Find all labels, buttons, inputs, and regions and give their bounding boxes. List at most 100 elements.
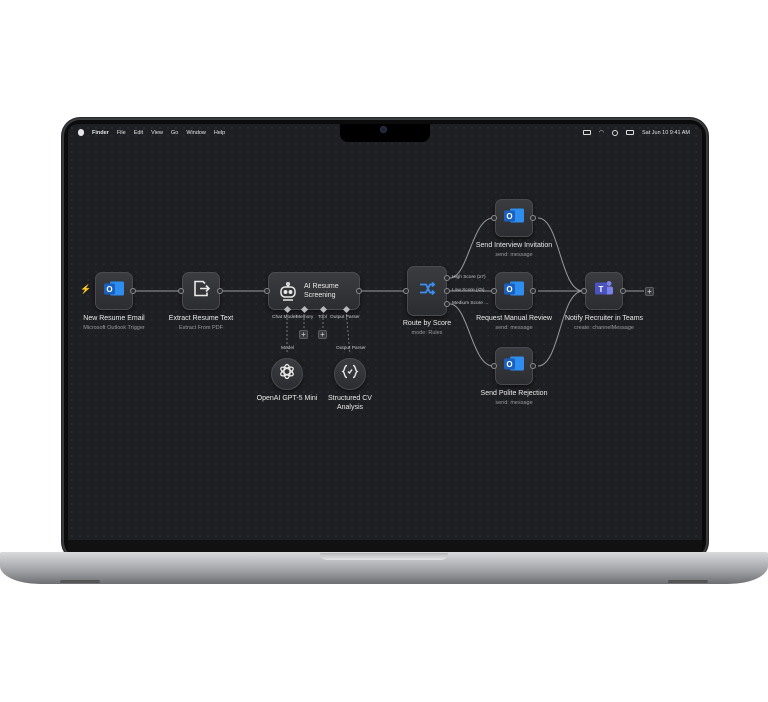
outlook-icon: O	[103, 279, 125, 304]
port-label-output-parser: Output Parser	[330, 315, 360, 320]
node-title: OpenAI GPT-5 Mini	[256, 395, 318, 402]
wifi-icon[interactable]: ◠	[598, 130, 604, 136]
node-structured-cv-analysis[interactable]	[334, 358, 366, 390]
input-port[interactable]	[491, 363, 497, 369]
add-node-button[interactable]: +	[645, 287, 654, 296]
route-output-low-label: Low Score (≤5)	[452, 288, 485, 293]
node-title: Send Interview Invitation	[475, 242, 553, 249]
connector-label-output-parser: Output Parser	[336, 346, 366, 351]
switch-icon	[417, 279, 437, 304]
extract-icon	[191, 279, 211, 304]
menu-help[interactable]: Help	[213, 129, 226, 136]
output-port-medium[interactable]	[444, 301, 450, 307]
outlook-icon: O	[503, 206, 525, 231]
node-subtitle: send: message	[495, 325, 533, 331]
node-title-line2: Screening	[304, 292, 336, 299]
wire-parser-connector	[345, 309, 351, 355]
output-port[interactable]	[530, 363, 536, 369]
node-new-resume-email[interactable]: O	[95, 272, 133, 310]
node-subtitle: Extract From PDF	[178, 325, 224, 331]
input-port[interactable]	[491, 288, 497, 294]
node-extract-resume-text[interactable]	[182, 272, 220, 310]
foot-right	[668, 580, 708, 583]
port-label-chat-model: Chat Model	[272, 315, 297, 320]
add-memory-button[interactable]: +	[299, 330, 308, 339]
openai-icon	[278, 363, 296, 386]
menu-file[interactable]: File	[116, 129, 126, 136]
svg-text:O: O	[106, 285, 112, 294]
input-port[interactable]	[581, 288, 587, 294]
workflow-canvas[interactable]: Finder File Edit View Go Window Help ◠ S…	[68, 124, 702, 540]
node-subtitle: send: message	[495, 400, 533, 406]
node-route-by-score[interactable]	[407, 266, 447, 316]
node-openai-gpt5-mini[interactable]	[271, 358, 303, 390]
menu-finder[interactable]: Finder	[92, 129, 109, 136]
node-title-line1: AI Resume	[304, 283, 339, 290]
outlook-icon: O	[503, 279, 525, 304]
outlook-icon: O	[503, 354, 525, 379]
base-lip-notch	[320, 553, 448, 560]
connector-label-model: Model	[281, 346, 295, 351]
wire-rejection-to-teams	[537, 290, 584, 367]
add-tool-button[interactable]: +	[318, 330, 327, 339]
node-title: Route by Score	[402, 320, 452, 327]
output-port[interactable]	[620, 288, 626, 294]
menubar-datetime[interactable]: Sat Jun 10 9:41 AM	[641, 129, 690, 136]
menu-edit[interactable]: Edit	[133, 129, 144, 136]
input-port[interactable]	[178, 288, 184, 294]
output-port-high[interactable]	[444, 275, 450, 281]
svg-text:T: T	[599, 285, 604, 294]
control-center-icon[interactable]	[625, 130, 634, 135]
node-title-line1: Structured CV	[328, 395, 372, 402]
wire-route-to-interview	[449, 217, 494, 279]
svg-text:O: O	[506, 285, 512, 294]
apple-logo-icon[interactable]	[78, 129, 84, 136]
node-title: Notify Recruiter in Teams	[564, 315, 644, 322]
teams-icon: T	[593, 279, 615, 304]
node-title: Extract Resume Text	[168, 315, 234, 322]
input-port[interactable]	[403, 288, 409, 294]
port-label-memory: Memory	[296, 315, 314, 320]
output-port[interactable]	[530, 288, 536, 294]
route-output-high-label: High Score (≥7)	[452, 275, 486, 280]
node-subtitle: mode: Rules	[411, 330, 443, 336]
node-send-interview-invitation[interactable]: O	[495, 199, 533, 237]
output-port[interactable]	[356, 288, 362, 294]
node-subtitle: create: channelMessage	[574, 325, 634, 331]
output-port[interactable]	[217, 288, 223, 294]
menu-view[interactable]: View	[151, 129, 163, 136]
output-port[interactable]	[530, 215, 536, 221]
connection-wires	[134, 217, 644, 367]
node-subtitle: Microsoft Outlook Trigger	[83, 325, 145, 331]
node-send-polite-rejection[interactable]: O	[495, 347, 533, 385]
node-title: Send Polite Rejection	[480, 390, 548, 397]
mac-menubar: Finder File Edit View Go Window Help ◠ S…	[68, 124, 702, 141]
robot-icon	[277, 281, 299, 308]
menu-go[interactable]: Go	[171, 129, 179, 136]
screen-hinge	[68, 540, 702, 552]
trigger-bolt-icon: ⚡	[80, 284, 92, 294]
wire-interview-to-teams	[537, 217, 584, 292]
search-icon[interactable]	[611, 129, 618, 136]
svg-text:O: O	[506, 360, 512, 369]
foot-left	[60, 580, 100, 583]
output-port[interactable]	[130, 288, 136, 294]
node-request-manual-review[interactable]: O	[495, 272, 533, 310]
node-notify-recruiter-teams[interactable]: T	[585, 272, 623, 310]
input-port[interactable]	[264, 288, 270, 294]
input-port[interactable]	[491, 215, 497, 221]
camera-notch	[340, 124, 430, 142]
route-output-medium-label: Medium Score ...	[452, 301, 489, 306]
node-title: Request Manual Review	[476, 315, 552, 322]
svg-text:O: O	[506, 212, 512, 221]
port-label-tool: Tool	[318, 315, 327, 320]
battery-icon[interactable]	[582, 130, 591, 135]
node-subtitle: send: message	[495, 252, 533, 258]
node-ai-resume-screening[interactable]: AI Resume Screening	[268, 272, 360, 310]
node-title: New Resume Email	[83, 315, 145, 322]
wire-route-to-rejection	[449, 303, 494, 367]
camera-icon	[380, 126, 387, 133]
output-port-low[interactable]	[444, 288, 450, 294]
menu-window[interactable]: Window	[186, 129, 206, 136]
